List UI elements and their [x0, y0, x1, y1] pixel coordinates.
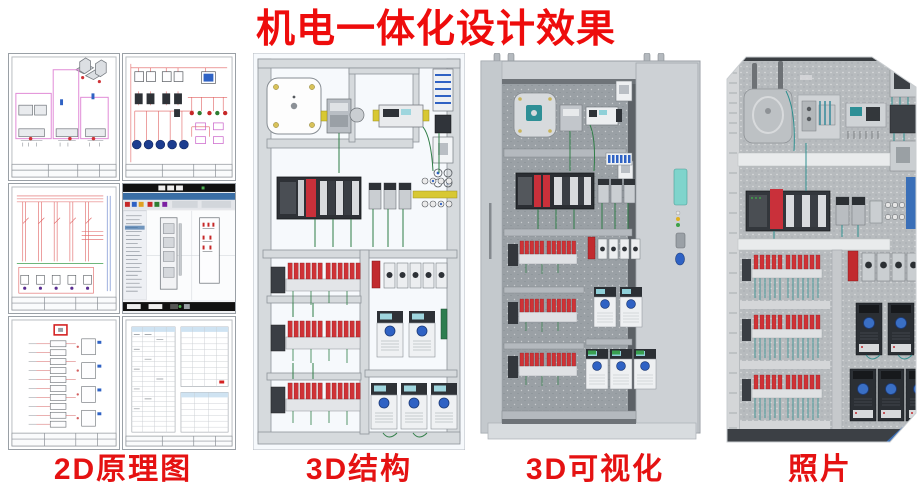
panel-3d-visualization	[478, 53, 712, 450]
mid-right-devices-photo	[835, 196, 905, 226]
center-post-photo	[831, 249, 843, 431]
isometric-parts	[74, 57, 107, 84]
cabinet-base	[487, 422, 697, 440]
center-devices-photo	[797, 94, 841, 140]
schematic-sheet-layout	[8, 53, 120, 181]
breaker-row-cad	[371, 260, 448, 289]
motor-protector-row-photo	[847, 250, 916, 282]
wireless-ap-photo	[743, 61, 812, 144]
cabinet-frame	[257, 58, 461, 445]
schematic-sheet-wiring	[8, 316, 120, 450]
film-strip-bottom	[123, 300, 235, 313]
teal-wires-photo	[773, 90, 859, 239]
plc-rack-render	[515, 172, 595, 210]
photo-bottom	[727, 429, 916, 442]
table-left	[131, 326, 176, 433]
wire-duct-strips	[740, 301, 830, 429]
breaker-row-render	[587, 236, 641, 260]
cabinet-render-image	[478, 53, 712, 450]
shelf-2-photo	[737, 238, 891, 251]
door-blue-knob	[675, 252, 685, 266]
canvas-panels	[146, 210, 235, 301]
blue-lines	[106, 195, 111, 292]
green-wires-render	[537, 124, 629, 229]
table-right-bottom	[180, 392, 229, 433]
ring-terminal-block	[421, 177, 453, 208]
pushbuttons	[174, 109, 228, 117]
toolbar	[123, 192, 235, 210]
schematic-sheet-control	[8, 183, 120, 314]
table-right-top	[180, 326, 229, 387]
hmi-screen	[203, 73, 214, 82]
servo-drive-render	[585, 106, 622, 126]
terminal-chain	[28, 340, 76, 428]
slide-title: 机电一体化设计效果	[256, 8, 617, 51]
components	[132, 71, 228, 150]
wireway-left	[727, 61, 739, 442]
machine-footprints	[18, 93, 106, 147]
device-groups	[81, 338, 96, 427]
bottom-drives-render	[585, 348, 657, 390]
controller-photo	[845, 102, 887, 139]
caption-2d-schematic: 2D原理图	[53, 453, 193, 486]
red-highlight-box	[53, 324, 68, 336]
title-block	[11, 296, 117, 311]
title-block	[125, 435, 233, 447]
red-ladder-lines	[16, 195, 104, 294]
right-top-devices	[615, 80, 634, 180]
caption-3d-structure: 3D结构	[305, 453, 413, 486]
title-block	[11, 163, 117, 178]
caption-photo: 照片	[788, 453, 852, 486]
door-lock	[675, 232, 686, 249]
control-schematic-image	[11, 186, 117, 311]
door-buttons	[675, 210, 681, 227]
film-strip-top	[123, 184, 235, 192]
pcb-strip	[440, 308, 448, 340]
blue-terminal-stack	[605, 152, 633, 166]
green-wires	[314, 126, 440, 247]
wiring-diagram-image	[11, 319, 117, 447]
shelf-1-photo	[737, 152, 891, 167]
cad-app-image	[123, 184, 235, 313]
coil-symbols	[20, 274, 92, 290]
plc-rack-photo	[745, 189, 831, 232]
structure-render-image	[253, 53, 465, 450]
coupling-device-render	[559, 104, 583, 132]
left-tree-panel	[123, 210, 147, 301]
panel-2d-schematic	[8, 53, 238, 452]
title-block	[125, 163, 233, 178]
left-hinge-bar	[489, 203, 492, 259]
panel-photo	[716, 53, 924, 445]
power-schematic-image	[125, 56, 233, 178]
wireless-ap-cad	[266, 77, 322, 135]
photo-edge	[726, 56, 917, 443]
schematic-sheet-power	[122, 53, 236, 181]
mid-right-devices	[368, 177, 458, 210]
right-column-devices	[432, 68, 454, 188]
layout-drawing-image	[11, 56, 117, 178]
schematic-sheet-tables	[122, 316, 236, 450]
caption-3d-visualization: 3D可视化	[525, 453, 665, 486]
schematic-sheet-cad-app	[122, 183, 236, 314]
plc-rack-cad	[276, 176, 362, 220]
bom-tables-image	[125, 319, 233, 447]
servo-drive-cad	[372, 104, 430, 128]
wireless-ap-render	[513, 92, 557, 138]
panel-3d-structure	[253, 53, 465, 450]
title-block	[11, 432, 117, 447]
door-display	[673, 168, 688, 206]
cabinet-photo-image	[726, 56, 917, 443]
blue-duct	[906, 177, 916, 229]
coupling-device-cad	[320, 98, 365, 134]
motors	[132, 139, 189, 150]
mid-right-devices-render	[597, 152, 636, 204]
